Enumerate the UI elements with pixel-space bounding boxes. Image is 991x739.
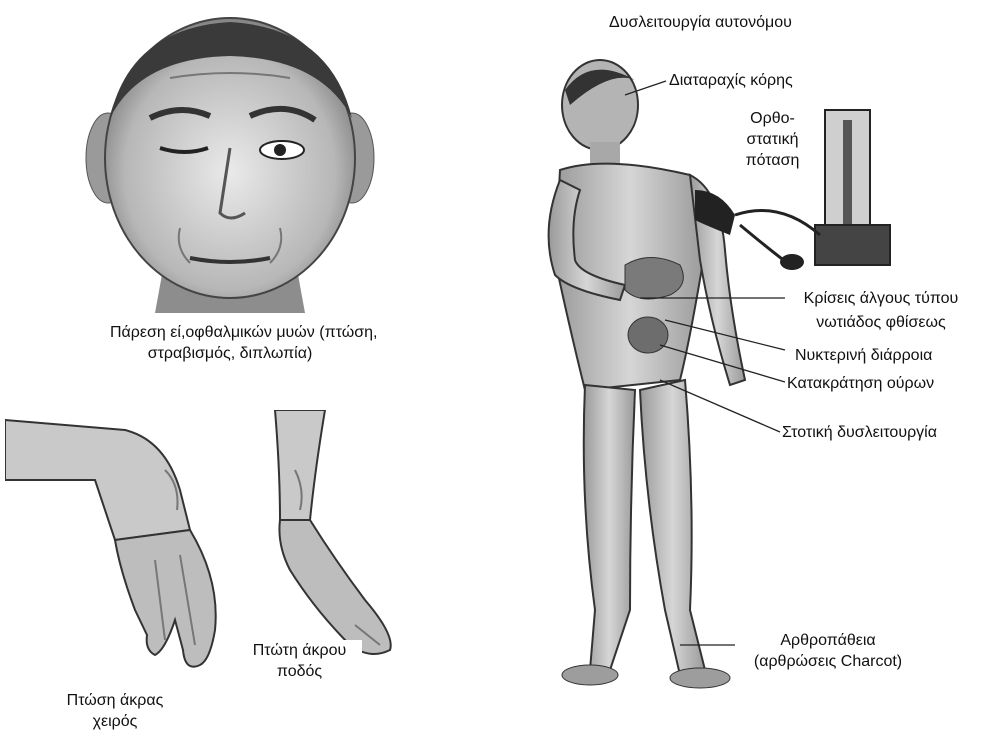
ortho-line2: στατική (735, 129, 810, 150)
charcot-line1: Αρθροπάθεια (738, 630, 918, 651)
charcot-label: Αρθροπάθεια (αρθρώσεις Charcot) (738, 630, 918, 672)
crises-label: Κρίσεις άλγους τύπου νωτιάδος φθίσεως (786, 288, 976, 333)
crises-line2: νωτιάδος φθίσεως (786, 312, 976, 333)
ortho-line1: Ορθο- (735, 108, 810, 129)
orthostatic-label: Ορθο- στατική πόταση (735, 108, 810, 171)
retention-label: Κατακράτηση ούρων (787, 373, 934, 394)
pupil-label: Διαταραχίς κόρης (669, 70, 793, 91)
autonomic-title: Δυσλειτουργία αυτονόμου (609, 12, 792, 33)
crises-line1: Κρίσεις άλγους τύπου (786, 288, 976, 309)
sexual-dysfunction-label: Στοτική δυσλειτουργία (782, 422, 937, 443)
ortho-line3: πόταση (735, 150, 810, 171)
charcot-line2: (αρθρώσεις Charcot) (738, 651, 918, 672)
diarrhea-label: Νυκτερινή διάρροια (795, 345, 932, 366)
